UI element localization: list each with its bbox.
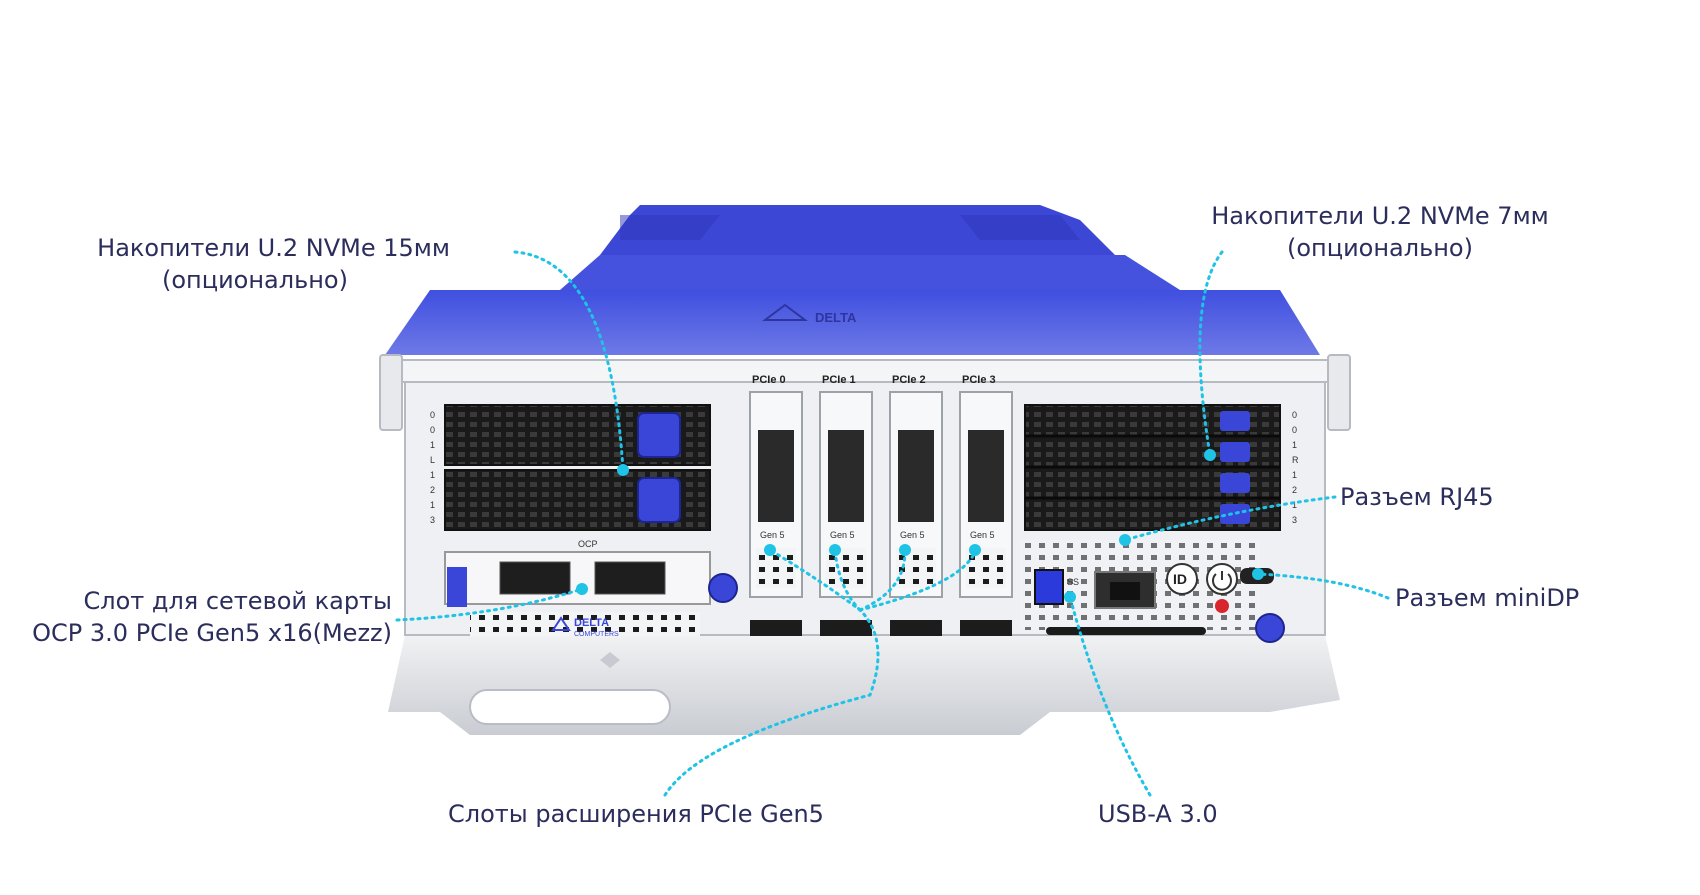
callout-u2-7mm-line2: (опционально) — [1287, 234, 1473, 262]
pcie-slot-opening — [968, 430, 1004, 522]
usb-port[interactable] — [1034, 569, 1064, 605]
status-led — [1215, 599, 1229, 613]
cover-brand: DELTA — [815, 310, 857, 325]
panel-brand: DELTA — [574, 617, 609, 629]
bay-mark: 0 — [1292, 425, 1297, 435]
bay-mark: R — [1292, 455, 1299, 465]
bay-mark: 0 — [430, 425, 435, 435]
bay-mark: 1 — [1292, 470, 1297, 480]
callout-ocp: Слот для сетевой карты OCP 3.0 PCIe Gen5… — [0, 585, 392, 649]
pcie-bracket-slot — [960, 620, 1012, 636]
id-button-label: ID — [1173, 571, 1187, 587]
panel-brand-sub: COMPUTERS — [574, 631, 619, 638]
drive-latch[interactable] — [1220, 473, 1250, 493]
bay-mark: 2 — [430, 485, 435, 495]
callout-u2-7mm: Накопители U.2 NVMe 7мм (опционально) — [1190, 200, 1570, 264]
callout-u2-15mm-line1: Накопители U.2 NVMe 15мм — [97, 234, 450, 262]
bay-mark: L — [430, 455, 435, 465]
callout-u2-15mm: Накопители U.2 NVMe 15мм (опционально) — [60, 232, 450, 296]
bay-mark: 2 — [1292, 485, 1297, 495]
pcie-gen-label: Gen 5 — [830, 530, 855, 540]
pcie-slot-label: PCIe 3 — [962, 374, 996, 386]
rj45-port[interactable] — [1094, 571, 1156, 609]
pcie-bracket-slot — [890, 620, 942, 636]
drive-latch[interactable] — [1220, 411, 1250, 431]
pcie-slot-opening — [758, 430, 794, 522]
pcie-bracket-slot — [820, 620, 872, 636]
card-slot — [1046, 627, 1206, 635]
bay-mark: 3 — [430, 515, 435, 525]
ocp-slot: OCP DELTA COMPUTERS — [444, 539, 738, 638]
pcie-bracket-slot — [750, 620, 802, 636]
pcie-gen-label: Gen 5 — [760, 530, 785, 540]
callout-u2-7mm-line1: Накопители U.2 NVMe 7мм — [1211, 202, 1549, 230]
pcie-vent — [756, 548, 796, 588]
leader-lines — [395, 250, 1390, 797]
usb-mark: SS — [1067, 577, 1079, 587]
bay-mark: 1 — [1292, 500, 1297, 510]
callout-minidp-line1: Разъем miniDP — [1395, 584, 1580, 612]
drive-latch[interactable] — [637, 477, 681, 523]
bay-mark: 1 — [430, 440, 435, 450]
drive-latch[interactable] — [1220, 504, 1250, 524]
base-slot-hole — [469, 689, 671, 725]
pcie-slot-opening — [898, 430, 934, 522]
thumbscrew[interactable] — [708, 573, 738, 603]
callout-minidp: Разъем miniDP — [1395, 582, 1579, 614]
bay-mark: 0 — [1292, 410, 1297, 420]
callout-rj45: Разъем RJ45 — [1340, 481, 1494, 513]
callout-pcie-slots-line1: Слоты расширения PCIe Gen5 — [448, 800, 824, 828]
callout-rj45-line1: Разъем RJ45 — [1340, 483, 1494, 511]
ocp-latch[interactable] — [447, 567, 467, 607]
pcie-slot-label: PCIe 1 — [822, 374, 856, 386]
drive-latch[interactable] — [1220, 442, 1250, 462]
pcie-gen-label: Gen 5 — [970, 530, 995, 540]
callout-usb: USB-A 3.0 — [1098, 798, 1218, 830]
bay-mark: 1 — [430, 500, 435, 510]
bay-mark: 0 — [430, 410, 435, 420]
callout-u2-15mm-line2: (опционально) — [162, 266, 348, 294]
thumbscrew[interactable] — [1255, 613, 1285, 643]
callout-ocp-line2: OCP 3.0 PCIe Gen5 x16(Mezz) — [32, 619, 392, 647]
pcie-slot-label: PCIe 0 — [752, 374, 786, 386]
id-button[interactable] — [1166, 563, 1198, 595]
top-cover: DELTA — [385, 205, 1320, 355]
pcie-slot-label: PCIe 2 — [892, 374, 926, 386]
callout-ocp-line1: Слот для сетевой карты — [83, 587, 392, 615]
pcie-slot-opening — [828, 430, 864, 522]
leader-dots — [576, 449, 1264, 603]
bay-mark: 3 — [1292, 515, 1297, 525]
pcie-gen-label: Gen 5 — [900, 530, 925, 540]
drive-latch[interactable] — [637, 412, 681, 458]
callout-usb-line1: USB-A 3.0 — [1098, 800, 1218, 828]
delta-logo-icon — [551, 616, 571, 631]
ocp-label: OCP — [578, 539, 598, 549]
callout-pcie-slots: Слоты расширения PCIe Gen5 — [448, 798, 824, 830]
power-icon — [1212, 571, 1232, 591]
io-panel: SS ID — [1020, 540, 1285, 643]
bay-mark: 1 — [1292, 440, 1297, 450]
bay-mark: 1 — [430, 470, 435, 480]
